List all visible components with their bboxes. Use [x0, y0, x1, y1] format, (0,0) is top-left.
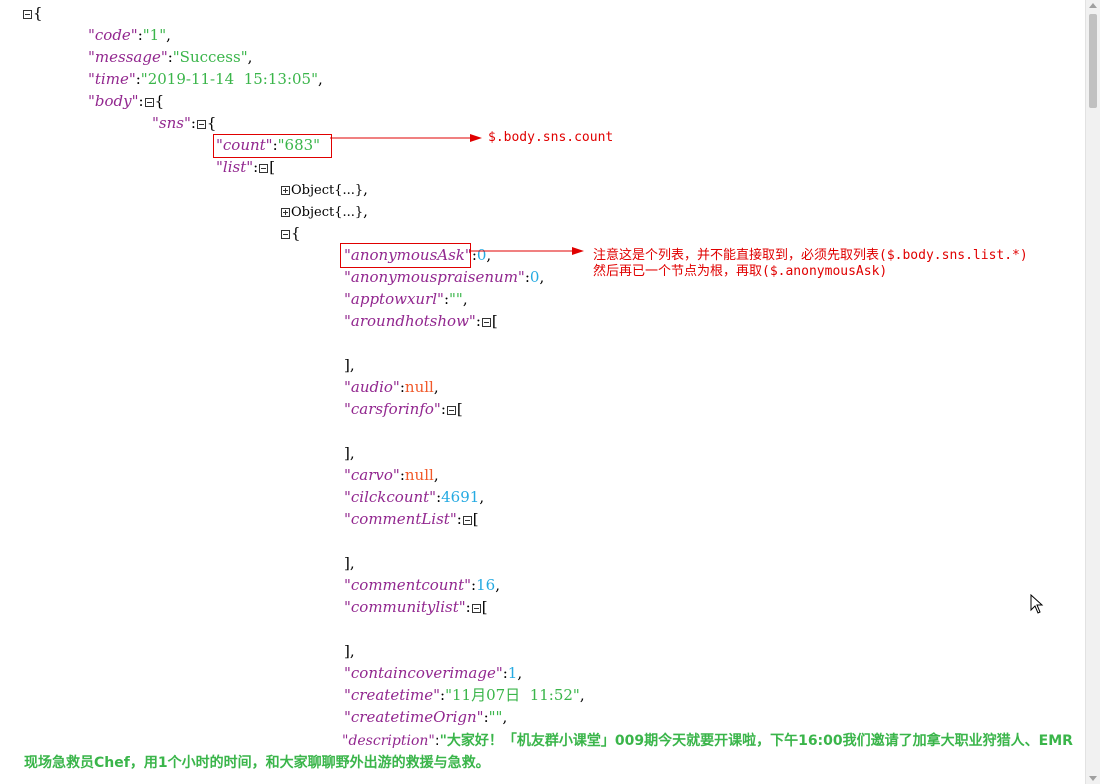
createtimeOrign-line: "createtimeOrign":"",	[344, 708, 508, 726]
list-key: "list"	[216, 158, 254, 176]
sns-key: "sns"	[152, 114, 191, 132]
list-line: "list":[	[216, 158, 276, 176]
list-arrow-head	[572, 247, 584, 255]
commentList-close: ],	[344, 554, 355, 572]
anonymouspraisenum-line: "anonymouspraisenum":0,	[344, 268, 545, 286]
message-value: "Success"	[172, 48, 248, 66]
commentList-line: "commentList":[	[344, 510, 479, 528]
count-value: "683"	[277, 136, 321, 154]
message-key: "message"	[88, 48, 168, 66]
list-object-2: Object{...},	[280, 200, 368, 222]
body-line: "body":{	[88, 92, 165, 110]
scroll-up-arrow-icon[interactable]	[1089, 3, 1097, 8]
carsforinfo-line: "carsforinfo":[	[344, 400, 463, 418]
json-root: {	[22, 2, 43, 24]
message-line: "message":"Success",	[88, 48, 253, 66]
description-value: "大家好！「机友群小课堂」009期今天就要开课啦，下午16:00我们邀请了加拿大…	[24, 733, 1073, 771]
commentcount-line: "commentcount":16,	[344, 576, 500, 594]
list-object-1: Object{...},	[280, 178, 368, 200]
communitylist-line: "communitylist":[	[344, 598, 488, 616]
aroundhotshow-line: "aroundhotshow":[	[344, 312, 498, 330]
collapse-commentList-toggle[interactable]	[462, 516, 472, 525]
expand-object-1-toggle[interactable]	[281, 186, 290, 195]
anonymousAsk-key: "anonymousAsk"	[344, 246, 472, 264]
containcoverimage-line: "containcoverimage":1,	[344, 664, 523, 682]
time-key: "time"	[88, 70, 136, 88]
apptowxurl-line: "apptowxurl":"",	[344, 290, 468, 308]
description-line: "description":"大家好！「机友群小课堂」009期今天就要开课啦，下…	[24, 733, 1073, 771]
code-line: "code":"1",	[88, 26, 171, 44]
createtime-line: "createtime":"11月07日 11:52",	[344, 686, 585, 704]
communitylist-close: ],	[344, 642, 355, 660]
collapse-carsforinfo-toggle[interactable]	[446, 406, 456, 415]
collapse-root-toggle[interactable]	[23, 10, 32, 19]
collapse-aroundhotshow-toggle[interactable]	[481, 318, 491, 327]
carsforinfo-close: ],	[344, 444, 355, 462]
collapse-list-toggle[interactable]	[259, 164, 269, 173]
mouse-cursor-icon	[1030, 594, 1044, 614]
count-line: "count":"683"	[216, 136, 321, 154]
anonymousAsk-highlight-box	[340, 243, 471, 268]
list-note-line2: 然后再已一个节点为根，再取($.anonymousAsk)	[593, 264, 888, 279]
time-line: "time":"2019-11-14 15:13:05",	[88, 70, 323, 88]
collapse-sns-toggle[interactable]	[196, 120, 206, 129]
count-key: "count"	[216, 136, 273, 154]
count-highlight-box	[213, 134, 332, 158]
code-value: "1"	[142, 26, 167, 44]
anonymousAsk-value: 0	[476, 246, 487, 264]
scroll-down-arrow-icon[interactable]	[1089, 776, 1097, 781]
aroundhotshow-close: ],	[344, 356, 355, 374]
count-arrow-head	[470, 134, 482, 142]
vertical-scrollbar[interactable]	[1085, 0, 1100, 784]
time-value: "2019-11-14 15:13:05"	[140, 70, 318, 88]
anonymousAsk-line: "anonymousAsk":0,	[344, 246, 492, 264]
collapse-body-toggle[interactable]	[144, 98, 154, 107]
collapse-communitylist-toggle[interactable]	[471, 604, 481, 613]
sns-line: "sns":{	[152, 114, 217, 132]
count-path-annotation: $.body.sns.count	[488, 130, 614, 145]
body-key: "body"	[88, 92, 139, 110]
cilckcount-line: "cilckcount":4691,	[344, 488, 485, 506]
list-object-3: {	[280, 222, 301, 244]
audio-line: "audio":null,	[344, 378, 439, 396]
expand-object-2-toggle[interactable]	[281, 208, 290, 217]
collapse-object-3-toggle[interactable]	[281, 230, 290, 239]
carvo-line: "carvo":null,	[344, 466, 439, 484]
list-note-line1: 注意这是个列表，并不能直接取到，必须先取列表($.body.sns.list.*…	[593, 248, 1028, 263]
scrollbar-thumb[interactable]	[1089, 14, 1097, 108]
code-key: "code"	[88, 26, 138, 44]
